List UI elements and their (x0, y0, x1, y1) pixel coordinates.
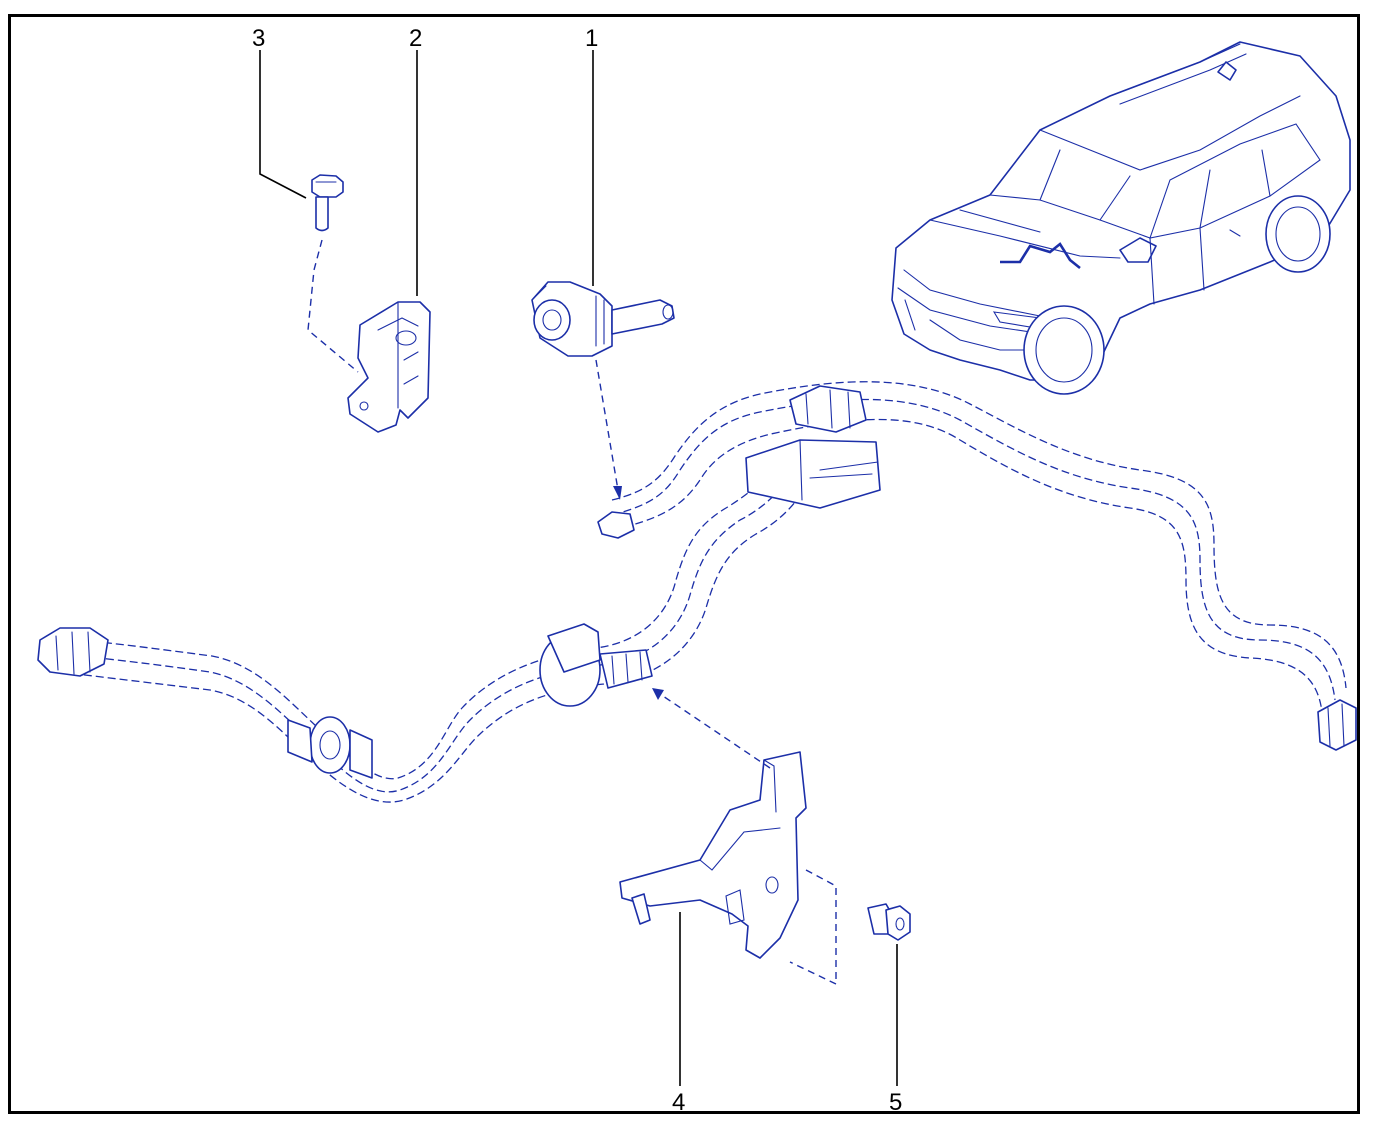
callout-label-4: 4 (672, 1089, 685, 1116)
callout-label-5: 5 (889, 1089, 902, 1116)
harness-plug-right-icon (1317, 699, 1357, 751)
harness-grommet-icon (287, 716, 373, 779)
callout-label-3: 3 (252, 25, 265, 52)
harness-plug-left-icon (37, 627, 109, 677)
diagram-frame (8, 14, 1360, 1114)
callout-label-1: 1 (585, 25, 598, 52)
harness-connector-top-icon (789, 385, 867, 433)
harness-connector-center-icon (745, 439, 881, 509)
leader-line-3 (259, 50, 307, 199)
sensor-part-icon (531, 281, 675, 357)
sensor-assembly-path (595, 359, 619, 491)
bolt-assembly-path (307, 239, 359, 373)
callout-2: 2 (409, 25, 422, 296)
bolt-icon (311, 174, 344, 232)
arrowhead-icon (652, 688, 664, 700)
bracket-part-icon (347, 301, 431, 433)
bolt-icon (867, 903, 911, 941)
callout-label-2: 2 (409, 25, 422, 52)
vehicle-suv-icon (891, 41, 1351, 395)
arrowhead-icon (613, 486, 622, 500)
callout-3: 3 (252, 25, 307, 199)
callout-5: 5 (889, 944, 902, 1116)
harness-probe-tip-icon (597, 511, 635, 539)
bracket-bolt-path (789, 869, 837, 986)
harness-connector-middle-icon (539, 623, 653, 707)
wiring-harness-icon (59, 381, 1347, 803)
bracket-assembly-path (659, 693, 771, 769)
callout-1: 1 (585, 25, 598, 286)
mounting-bracket-icon (619, 751, 807, 959)
callout-4: 4 (672, 912, 685, 1116)
